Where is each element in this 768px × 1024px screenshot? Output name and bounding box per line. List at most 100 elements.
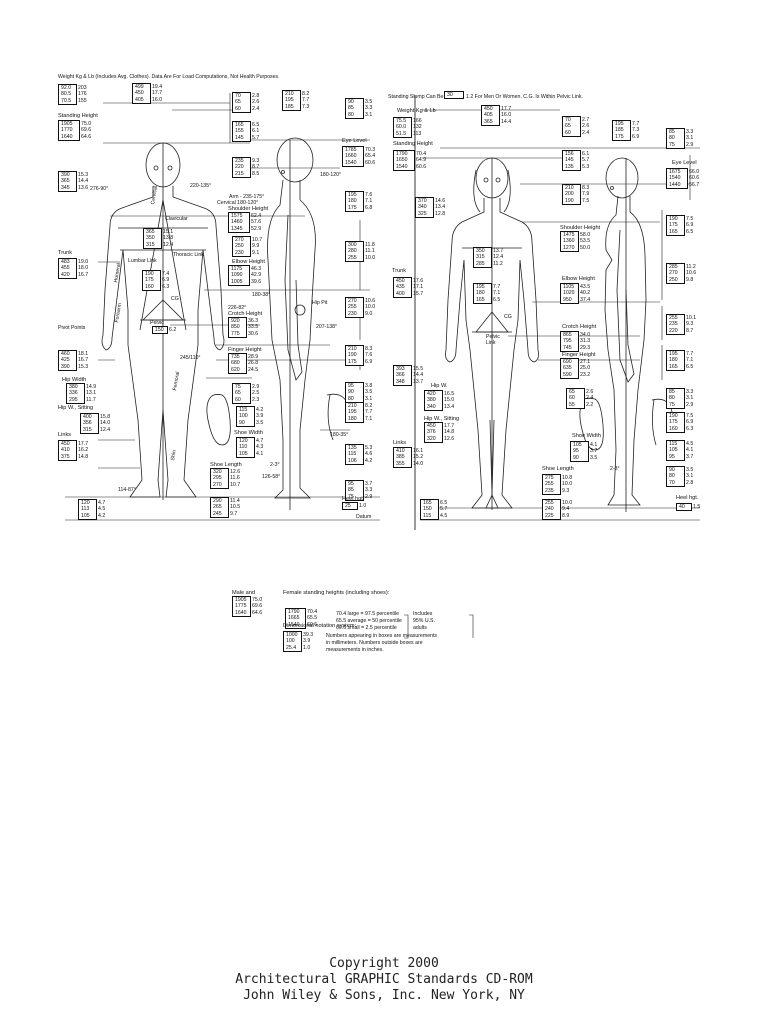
mm-value: 775	[231, 330, 240, 337]
inch-value: 10.0	[365, 304, 376, 311]
mm-value: 1785	[345, 147, 357, 153]
mm-value: 385	[396, 454, 405, 461]
inch-value: 69.6	[81, 127, 92, 134]
inch-value: 11.1	[365, 248, 375, 255]
inch-value: 12.6	[230, 469, 241, 475]
male-heel-inch-values: 1.0	[359, 503, 366, 509]
inch-value: 28.9	[248, 354, 259, 360]
inch-value: 2.3	[252, 396, 260, 403]
male-angle-ankle: 180-35°	[330, 432, 349, 438]
inch-value: 3.1	[365, 111, 373, 118]
mm-value: 85	[669, 129, 675, 135]
female-standing-height-label: Standing Height	[393, 141, 433, 147]
inch-value: 3.1	[686, 473, 694, 480]
mm-value: 80	[669, 473, 675, 480]
inch-value: 8.7	[252, 164, 260, 171]
mm-value: 1000	[286, 632, 298, 638]
mm-value: 80	[669, 135, 675, 142]
mm-value: 120	[239, 438, 248, 444]
mm-value: 210	[565, 185, 574, 191]
mm-value: 499	[135, 84, 144, 90]
inch-value: 2.9	[686, 401, 694, 408]
mm-value: 65	[235, 390, 241, 397]
mm-value: 275	[545, 475, 554, 481]
inch-value: 11.8	[365, 242, 375, 248]
mm-value: 75	[669, 141, 675, 148]
inch-value: 2.4	[252, 105, 260, 112]
inch-value: 17.7	[78, 441, 89, 447]
inch-value: 6.5	[686, 363, 694, 370]
mm-value: 135	[565, 163, 574, 170]
inch-value: 7.6	[365, 352, 373, 359]
inch-value: 7.4	[162, 271, 170, 277]
mm-value: 365	[146, 229, 155, 235]
inch-value: 5.3	[582, 163, 590, 170]
copyright-line-1: Copyright 2000	[329, 956, 439, 971]
inch-value: 11.4	[230, 498, 240, 504]
mm-value: 113	[81, 506, 90, 513]
mm-value: 340	[427, 403, 436, 410]
mm-value: 345	[61, 184, 70, 191]
mm-value: 1575	[231, 213, 243, 219]
male-angle-knee: 245/110°	[180, 355, 201, 361]
mm-value: 315	[146, 241, 155, 248]
inch-value: 2.8	[686, 479, 694, 486]
mm-value: 180	[476, 290, 485, 297]
male-heel-mm-box: 25	[342, 502, 358, 511]
inch-value: 10.0	[365, 254, 376, 261]
male-standing-height-label: Standing Height	[58, 113, 98, 119]
mm-value: 255	[348, 254, 357, 261]
male-hip-width-label: Hip Width	[62, 377, 87, 383]
inch-value: 19.0	[78, 259, 89, 265]
legend-heading-male: Male and	[232, 590, 256, 596]
mm-value: 105	[239, 450, 248, 457]
inch-value: 2.6	[252, 99, 260, 106]
mm-value: 250	[669, 276, 678, 283]
legend-includes: Includes	[413, 611, 433, 617]
male-datum-label: Datum	[356, 514, 372, 520]
inch-value: 57.6	[251, 219, 262, 226]
mm-value: 1640	[61, 133, 73, 140]
inch-value: 4.1	[686, 447, 694, 454]
male-dimension-lines	[65, 93, 380, 521]
mm-value: 400	[396, 290, 405, 297]
mm-value: 1770	[61, 127, 73, 134]
inch-value: 113	[413, 130, 422, 137]
inch-value: 17.7	[501, 106, 512, 112]
male-hip-sitting-label: Hip W., Sitting	[58, 405, 94, 411]
inch-value: 27.1	[580, 359, 591, 365]
mm-value: 165	[669, 228, 678, 235]
mm-value: 320	[213, 469, 222, 475]
inch-value: 6.1	[582, 151, 590, 157]
mm-value: 336	[69, 390, 78, 397]
inch-value: 14.4	[78, 178, 89, 185]
male-pelvic-label: Pelvic	[150, 320, 164, 326]
mm-value: 160	[145, 283, 154, 290]
mm-value: 620	[231, 366, 240, 373]
inch-value: 60.6	[416, 163, 427, 170]
inch-value: 14.4	[501, 118, 512, 125]
male-pelvic-val-inch-values: 6.2	[169, 327, 176, 333]
female-pelvic-link-label: Pelvic Link	[486, 334, 500, 346]
mm-value: 55	[569, 401, 575, 408]
